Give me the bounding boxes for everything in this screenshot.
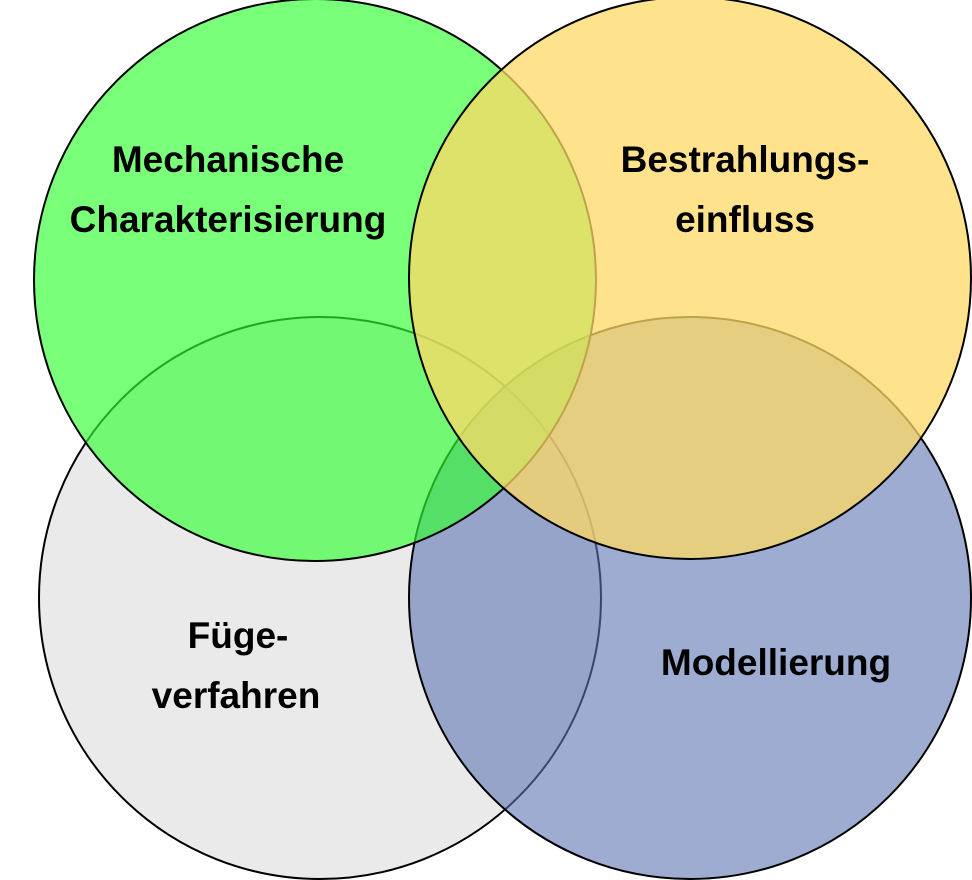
label-fuege-line1: Füge- xyxy=(188,615,289,656)
label-bestrahlung-line1: Bestrahlungs- xyxy=(621,139,870,180)
label-bestrahlung-line2: einfluss xyxy=(675,199,815,240)
label-modellierung: Modellierung xyxy=(661,642,891,683)
label-mechanische-line2: Charakterisierung xyxy=(70,199,387,240)
circle-bestrahlungseinfluss xyxy=(408,0,972,560)
label-fuege-line2: verfahren xyxy=(152,675,321,716)
label-mechanische-line1: Mechanische xyxy=(112,139,344,180)
